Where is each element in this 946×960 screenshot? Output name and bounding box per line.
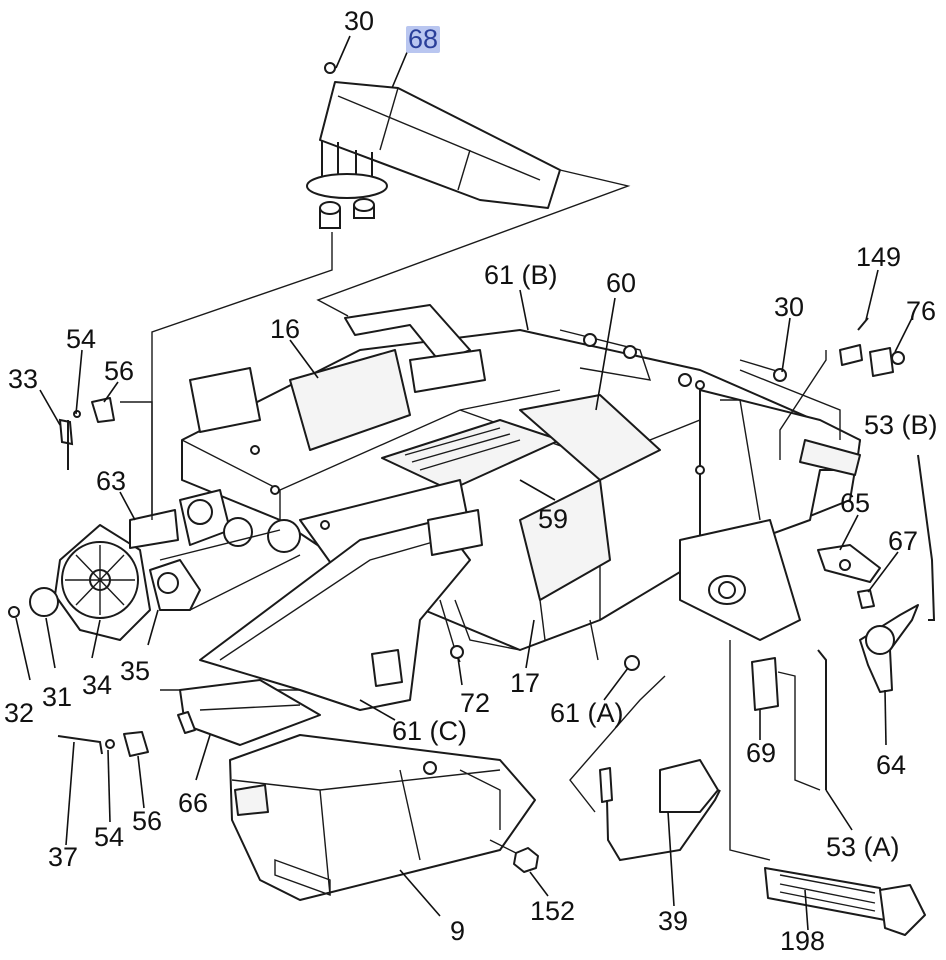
lower-duct-61c <box>160 509 483 711</box>
blower-assembly <box>8 397 301 641</box>
callout-56-lower[interactable]: 56 <box>132 806 163 836</box>
callout-66[interactable]: 66 <box>178 788 209 818</box>
callout-149[interactable]: 149 <box>856 242 902 272</box>
callout-35[interactable]: 35 <box>120 656 151 686</box>
leader-lines <box>15 35 913 931</box>
callout-60[interactable]: 60 <box>606 268 637 298</box>
filter-part-66 <box>177 679 321 746</box>
callout-56-upper[interactable]: 56 <box>104 356 135 386</box>
callout-64[interactable]: 64 <box>876 750 907 780</box>
callout-68[interactable]: 68 <box>406 24 441 54</box>
resistor-part-198 <box>764 867 926 936</box>
callout-30-top[interactable]: 30 <box>344 6 375 36</box>
callout-53b[interactable]: 53 (B) <box>864 410 938 440</box>
sensor-part-39 <box>569 675 721 862</box>
callout-33[interactable]: 33 <box>8 364 39 394</box>
callout-65[interactable]: 65 <box>840 488 871 518</box>
callout-54-upper[interactable]: 54 <box>66 324 97 354</box>
callout-32[interactable]: 32 <box>4 698 35 728</box>
nut-part-152 <box>513 847 539 873</box>
callout-17[interactable]: 17 <box>510 668 541 698</box>
callout-76[interactable]: 76 <box>906 296 937 326</box>
callout-63[interactable]: 63 <box>96 466 127 496</box>
callout-30-right[interactable]: 30 <box>774 292 805 322</box>
callout-152[interactable]: 152 <box>530 896 576 926</box>
callout-34[interactable]: 34 <box>82 670 113 700</box>
callout-16[interactable]: 16 <box>270 314 301 344</box>
callout-67[interactable]: 67 <box>888 526 919 556</box>
callout-69[interactable]: 69 <box>746 738 777 768</box>
callout-31[interactable]: 31 <box>42 682 73 712</box>
callout-53a[interactable]: 53 (A) <box>826 832 900 862</box>
callout-61a[interactable]: 61 (A) <box>550 698 624 728</box>
callout-61c[interactable]: 61 (C) <box>392 716 468 746</box>
duct-part-68 <box>306 62 561 229</box>
lower-left-clips <box>57 731 149 757</box>
callout-39[interactable]: 39 <box>658 906 689 936</box>
callout-72[interactable]: 72 <box>460 688 491 718</box>
right-small-parts <box>729 317 936 861</box>
callout-37[interactable]: 37 <box>48 842 79 872</box>
callout-54-lower[interactable]: 54 <box>94 822 125 852</box>
callout-59[interactable]: 59 <box>538 504 569 534</box>
callout-61b[interactable]: 61 (B) <box>484 260 558 290</box>
lower-case-part-9 <box>229 734 536 901</box>
callout-198[interactable]: 198 <box>780 926 826 956</box>
callout-9[interactable]: 9 <box>450 916 466 946</box>
